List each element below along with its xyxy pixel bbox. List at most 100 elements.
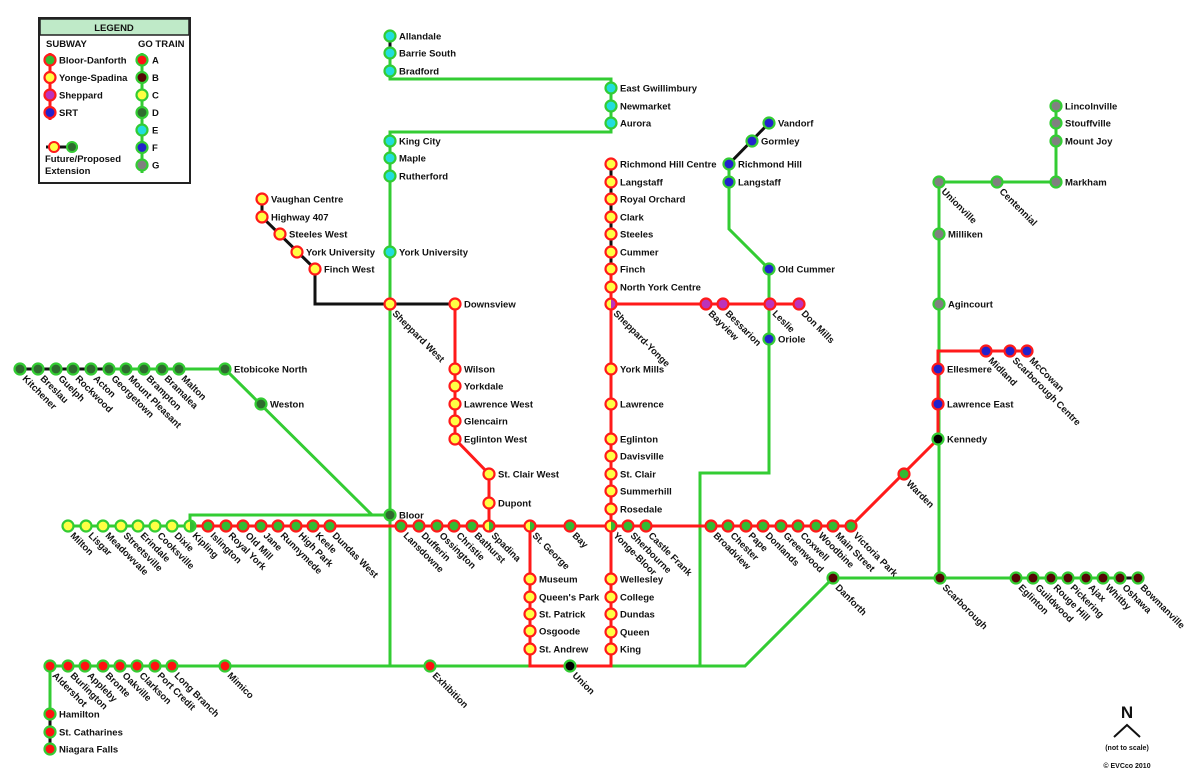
station-sheppard-yonge-marker[interactable] [604,297,618,311]
station-rockwood-marker[interactable] [66,362,80,376]
station-kipling-marker[interactable] [183,519,197,533]
station-keele-marker[interactable] [306,519,320,533]
station-vandorf-marker[interactable] [762,116,776,130]
station-old-cummer-marker[interactable] [762,262,776,276]
station-bay-marker[interactable] [563,519,577,533]
station-barrie-south-marker[interactable] [383,46,397,60]
station-label-centennial[interactable]: Centennial [997,186,1039,228]
station-label-kennedy[interactable]: Kennedy [947,435,988,446]
station-chester-marker[interactable] [721,519,735,533]
station-centennial-marker[interactable] [990,175,1004,189]
station-label-davisville[interactable]: Davisville [620,452,664,463]
station-aldershot-marker[interactable] [43,659,57,673]
legend-go-marker-b[interactable] [135,70,149,85]
station-richmond-hill-centre-marker[interactable] [604,157,618,171]
station-yorkdale-marker[interactable] [448,379,462,393]
legend-go-marker-g[interactable] [135,158,149,172]
station-newmarket-marker[interactable] [604,99,618,113]
station-label-allandale[interactable]: Allandale [399,32,441,43]
station-etobicoke-north-marker[interactable] [218,362,232,376]
station-label-york-university[interactable]: York University [399,248,469,259]
station-label-etobicoke-north[interactable]: Etobicoke North [234,365,308,376]
station-mimico-marker[interactable] [218,659,232,673]
station-pickering-marker[interactable] [1061,571,1075,585]
station-ellesmere-marker[interactable] [931,362,945,376]
station-label-clark[interactable]: Clark [620,213,644,224]
station-label-oriole[interactable]: Oriole [778,335,805,346]
station-label-weston[interactable]: Weston [270,400,304,411]
legend-subway-marker-srt[interactable] [43,105,57,120]
station-label-st-andrew[interactable]: St. Andrew [539,645,589,656]
station-rouge-hill-marker[interactable] [1044,571,1058,585]
station-oriole-marker[interactable] [762,332,776,346]
station-downsview-marker[interactable] [448,297,462,311]
station-label-lawrence-west[interactable]: Lawrence West [464,400,534,411]
station-label-st-clair[interactable]: St. Clair [620,470,656,481]
station-label-lawrence-east[interactable]: Lawrence East [947,400,1014,411]
station-langstaff-marker[interactable] [722,175,736,189]
station-york-university-marker[interactable] [290,245,304,259]
station-label-st-clair-west[interactable]: St. Clair West [498,470,560,481]
station-richmond-hill-marker[interactable] [722,157,736,171]
station-queen-s-park-marker[interactable] [523,590,537,604]
station-label-leslie[interactable]: Leslie [770,308,797,335]
station-stouffville-marker[interactable] [1049,116,1063,130]
station-christie-marker[interactable] [447,519,461,533]
station-st-george-marker[interactable] [523,519,537,533]
legend-subway-marker-sheppard[interactable] [43,88,57,102]
station-bessarion-marker[interactable] [716,297,730,311]
station-lansdowne-marker[interactable] [394,519,408,533]
station-label-king[interactable]: King [620,645,641,656]
station-label-lincolnville[interactable]: Lincolnville [1065,102,1117,113]
station-label-newmarket[interactable]: Newmarket [620,102,672,113]
station-eglinton-west-marker[interactable] [448,432,462,446]
station-spadina-marker[interactable] [482,519,496,533]
station-east-gwillimbury-marker[interactable] [604,81,618,95]
station-label-eglinton-west[interactable]: Eglinton West [464,435,528,446]
station-maple-marker[interactable] [383,151,397,165]
station-label-queen[interactable]: Queen [620,628,650,639]
station-label-queen-s-park[interactable]: Queen's Park [539,593,600,604]
station-langstaff-marker[interactable] [604,175,618,189]
station-kennedy-marker[interactable] [931,432,945,446]
station-york-mills-marker[interactable] [604,362,618,376]
station-yonge-bloor-marker[interactable] [604,519,618,533]
station-label-rosedale[interactable]: Rosedale [620,505,662,516]
station-label-dundas[interactable]: Dundas [620,610,655,621]
station-label-cummer[interactable]: Cummer [620,248,659,259]
station-clarkson-marker[interactable] [130,659,144,673]
station-erindale-marker[interactable] [131,519,145,533]
station-label-sheppard-west[interactable]: Sheppard West [390,308,447,365]
station-label-mimico[interactable]: Mimico [225,670,256,701]
station-label-york-mills[interactable]: York Mills [620,365,664,376]
station-label-finch-west[interactable]: Finch West [324,265,375,276]
station-brampton-marker[interactable] [137,362,151,376]
station-exhibition-marker[interactable] [423,659,437,673]
station-cooksville-marker[interactable] [148,519,162,533]
station-label-eglinton[interactable]: Eglinton [620,435,658,446]
station-oakville-marker[interactable] [113,659,127,673]
legend-go-marker-f[interactable] [135,140,149,155]
station-st-clair-marker[interactable] [604,467,618,481]
station-bathurst-marker[interactable] [465,519,479,533]
station-label-exhibition[interactable]: Exhibition [430,670,470,710]
station-king-marker[interactable] [604,642,618,656]
station-label-dupont[interactable]: Dupont [498,499,532,510]
station-milliken-marker[interactable] [932,227,946,241]
station-whitby-marker[interactable] [1096,571,1110,585]
station-label-bradford[interactable]: Bradford [399,67,439,78]
station-st-catharines-marker[interactable] [43,725,57,739]
station-woodbine-marker[interactable] [809,519,823,533]
station-lawrence-east-marker[interactable] [931,397,945,411]
station-victoria-park-marker[interactable] [844,519,858,533]
station-sherbourne-marker[interactable] [621,519,635,533]
station-label-highway-407[interactable]: Highway 407 [271,213,329,224]
station-vaughan-centre-marker[interactable] [255,192,269,206]
station-label-gormley[interactable]: Gormley [761,137,800,148]
station-mount-pleasant-marker[interactable] [119,362,133,376]
station-label-royal-orchard[interactable]: Royal Orchard [620,195,686,206]
station-st-patrick-marker[interactable] [523,607,537,621]
station-dupont-marker[interactable] [482,496,496,510]
station-label-st-george[interactable]: St. George [530,530,572,572]
station-allandale-marker[interactable] [383,29,397,43]
